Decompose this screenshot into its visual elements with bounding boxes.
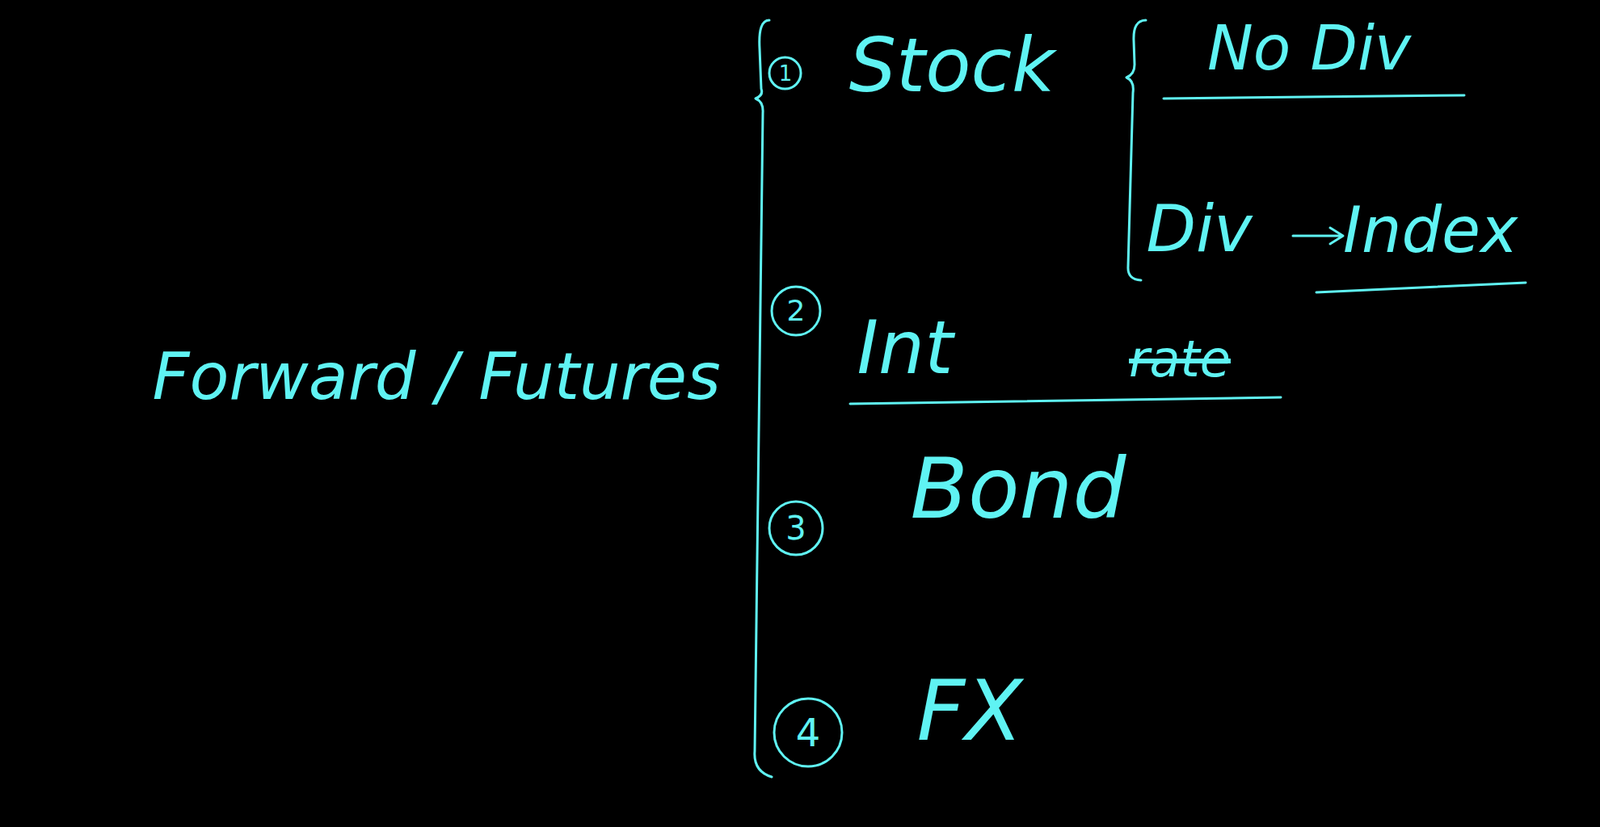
heading-text: Forward / Futures <box>151 341 720 413</box>
number-circle: 4 <box>772 697 844 769</box>
item-text: Bond <box>910 442 1127 535</box>
item-text: Int <box>857 307 954 388</box>
item-text: FX <box>916 665 1023 758</box>
callout-number: 3 <box>785 510 806 547</box>
struck-text: rate <box>1128 332 1231 388</box>
circle-outline <box>774 698 843 767</box>
underline <box>1163 95 1465 99</box>
callout-number: 2 <box>787 294 806 328</box>
underline <box>1316 282 1526 293</box>
underline <box>850 397 1281 405</box>
case-text: Div <box>1145 193 1252 266</box>
number-circle: 2 <box>770 285 822 337</box>
item-text: Stock <box>849 25 1056 107</box>
circle-outline <box>769 501 823 556</box>
callout-number: 4 <box>795 711 822 755</box>
circle-outline <box>769 57 801 89</box>
number-circle: 1 <box>767 55 803 91</box>
list-bracket <box>754 20 772 778</box>
case-text: No Div <box>1207 14 1411 83</box>
arrow <box>1292 227 1344 245</box>
case-text: Index <box>1343 196 1518 266</box>
number-circle: 3 <box>767 500 825 557</box>
circle-outline <box>771 286 821 336</box>
callout-number: 1 <box>778 62 793 86</box>
curly-brace <box>1126 20 1146 281</box>
